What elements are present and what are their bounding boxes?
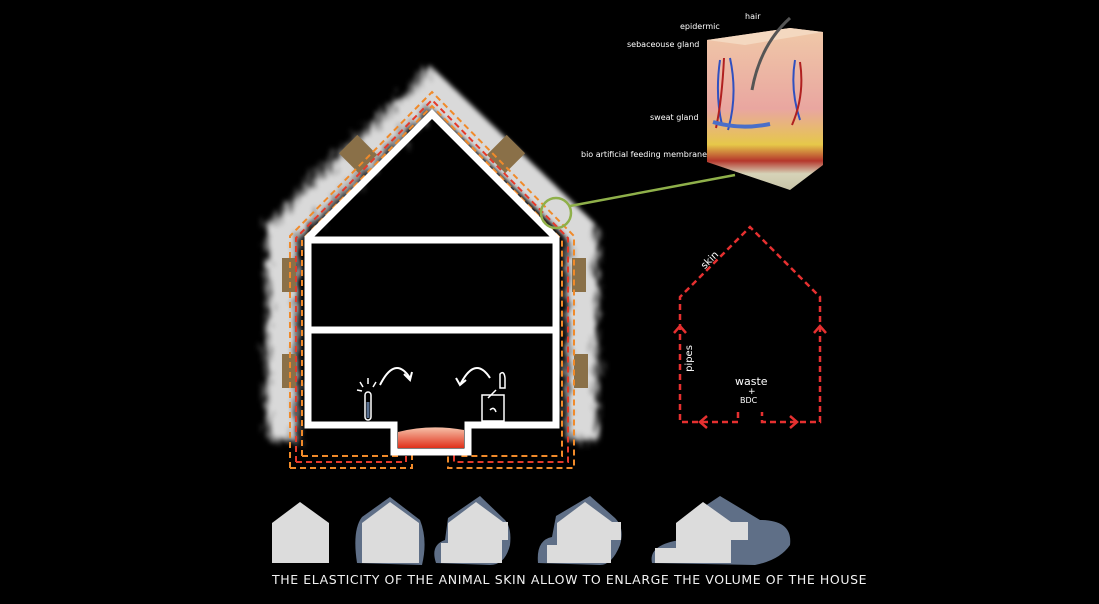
fur-skin (267, 67, 597, 440)
skin-section-illustration (707, 16, 823, 190)
arrow-left-icon (455, 367, 491, 387)
house-stage-4 (537, 496, 622, 565)
waste-pool (398, 427, 464, 448)
skin-patches (282, 134, 588, 388)
label-sweat-gland: sweat gland (650, 113, 699, 122)
waste-bin-icon (481, 371, 506, 422)
zoom-line (569, 173, 736, 208)
arrow-right-icon (379, 367, 413, 386)
label-bdc: BDC (740, 396, 758, 405)
label-epidermic: epidermic (680, 22, 720, 31)
label-membrane: bio artificial feeding membrane (581, 150, 708, 159)
house-stage-2 (355, 497, 425, 565)
zoom-circle (539, 196, 573, 230)
house-stage-3 (434, 496, 511, 565)
label-plus: + (748, 387, 756, 397)
house-stage-1 (272, 502, 329, 563)
label-waste: waste (735, 375, 768, 388)
label-hair: hair (745, 12, 761, 21)
skin-pipe-schema (673, 225, 827, 429)
test-tube-icon (356, 378, 377, 421)
house-stage-5 (651, 496, 791, 565)
house-section (304, 109, 560, 456)
caption: THE ELASTICITY OF THE ANIMAL SKIN ALLOW … (272, 572, 868, 587)
label-sebaceous-gland: sebaceouse gland (627, 40, 700, 49)
